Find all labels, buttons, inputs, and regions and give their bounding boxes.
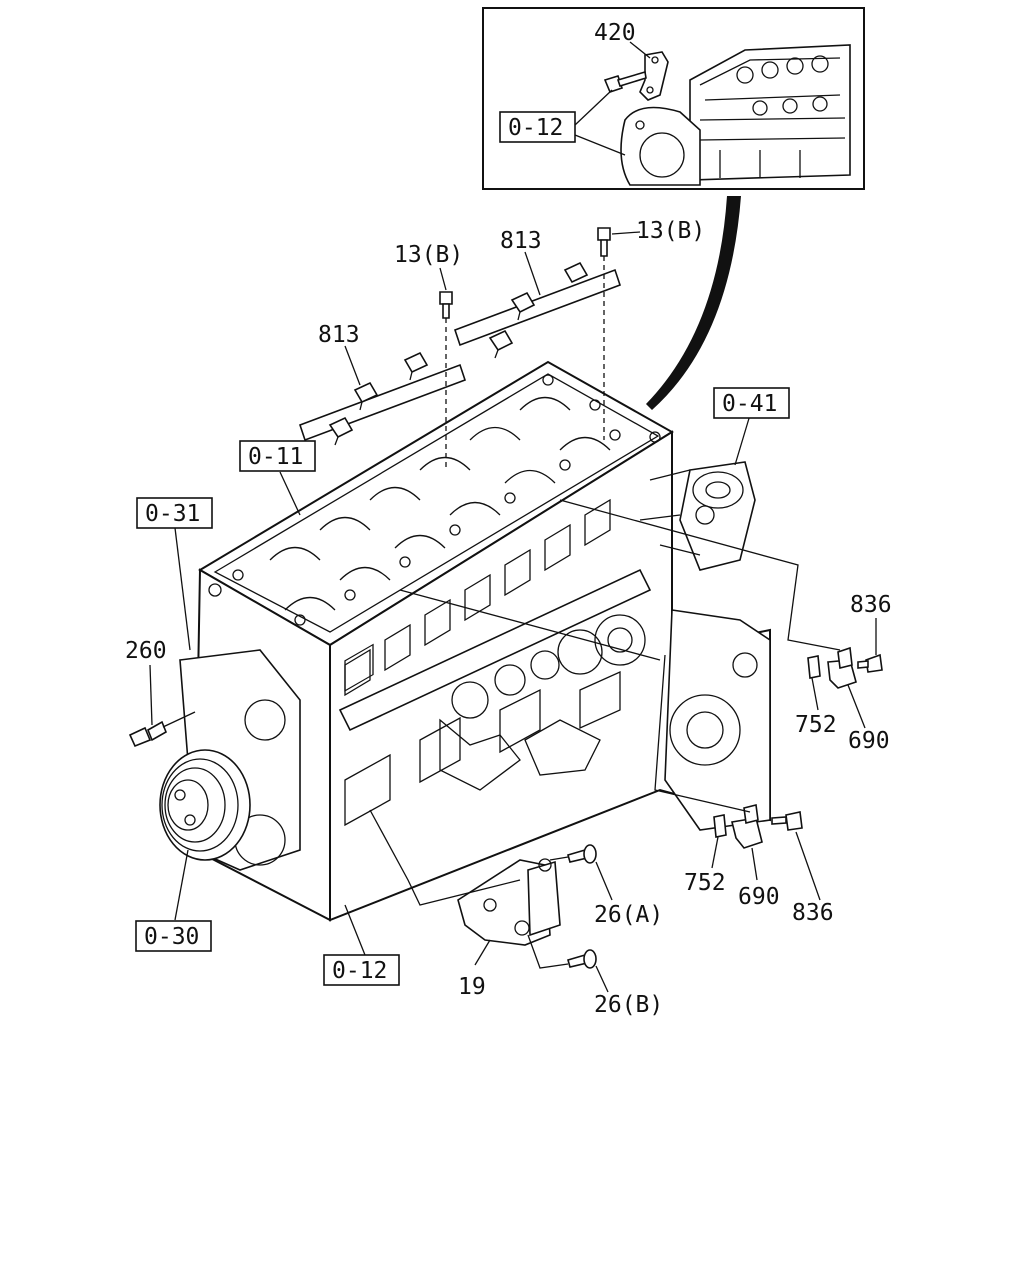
label-260: 260	[125, 638, 167, 664]
svg-text:0-12: 0-12	[508, 115, 563, 141]
svg-text:0-30: 0-30	[144, 924, 199, 950]
label-13b-left: 13(B)	[394, 242, 463, 268]
label-836-upper: 836	[850, 592, 892, 618]
ref-box-0-11: 0-11	[239, 440, 316, 472]
inset-pointer-arrow	[646, 196, 741, 410]
svg-text:0-11: 0-11	[248, 444, 303, 470]
part-26a-bolt	[567, 844, 597, 864]
label-813-upper: 813	[500, 228, 542, 254]
part-813-right-harness	[453, 261, 622, 359]
part-19-engine-foot	[457, 858, 561, 946]
part-13b-right-bolt	[597, 227, 611, 257]
label-690-upper: 690	[848, 728, 890, 754]
svg-text:0-31: 0-31	[145, 501, 200, 527]
ref-box-0-30: 0-30	[135, 920, 212, 952]
oil-filter-housing	[639, 461, 756, 571]
part-13b-left-bolt	[439, 291, 453, 319]
ref-box-0-12: 0-12	[323, 954, 400, 986]
inset-detail: 420 0-12	[482, 7, 865, 190]
part-260-sensor	[128, 720, 168, 748]
svg-text:0-12: 0-12	[332, 958, 387, 984]
ref-box-0-31: 0-31	[136, 497, 213, 529]
part-813-left-harness	[298, 351, 467, 446]
part-420-bracket	[639, 51, 669, 101]
label-13b-right: 13(B)	[636, 218, 705, 244]
ref-box-0-12-inset: 0-12	[499, 111, 576, 143]
upper-sensor-assembly	[807, 646, 883, 689]
crank-pulley	[159, 749, 251, 861]
cylinder-block-illustration	[159, 360, 771, 922]
lower-sensor-assembly	[713, 804, 803, 849]
label-836-lower: 836	[792, 900, 834, 926]
label-690-lower: 690	[738, 884, 780, 910]
label-420: 420	[594, 20, 636, 46]
label-752-upper: 752	[795, 712, 837, 738]
svg-text:0-41: 0-41	[722, 391, 777, 417]
label-752-lower: 752	[684, 870, 726, 896]
label-26a: 26(A)	[594, 902, 663, 928]
ref-box-0-41: 0-41	[713, 387, 790, 419]
inset-cylinder-head-illustration	[620, 44, 851, 186]
label-813-lower: 813	[318, 322, 360, 348]
inset-bolt	[603, 70, 647, 93]
part-26b-bolt	[567, 949, 597, 969]
label-26b: 26(B)	[594, 992, 663, 1018]
label-19: 19	[458, 974, 486, 1000]
